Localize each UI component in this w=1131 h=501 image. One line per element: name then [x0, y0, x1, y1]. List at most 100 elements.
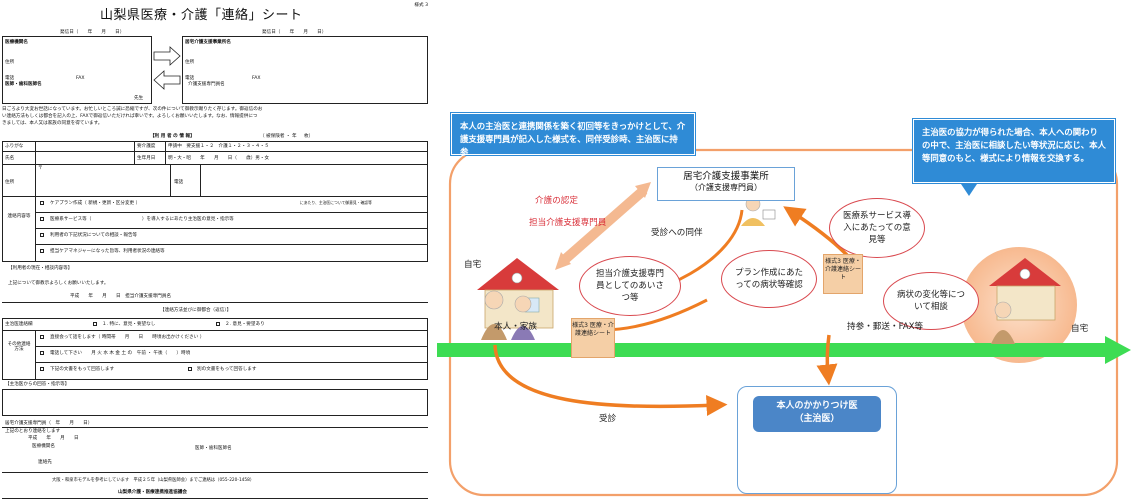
accompany-label: 受診への同伴 — [651, 228, 703, 238]
care-office-label: 居宅介護支援事業所名 — [185, 40, 231, 45]
user-info-header: 【利 用 者 の 情 報】 — [150, 134, 195, 139]
other-checkbox-4[interactable] — [188, 367, 192, 371]
bubble-change: 病状の変化等について相談 — [883, 272, 979, 330]
timeline-arrow-head — [1105, 336, 1131, 364]
confirm-header: （ 被保険者 ・ 年 枚） — [260, 134, 314, 139]
home-left-label: 自宅 — [464, 260, 482, 270]
send-date-right: 発信日（ 年 月 日） — [262, 30, 327, 35]
user-info-table — [2, 141, 428, 262]
contact-checkbox-4[interactable] — [40, 249, 44, 253]
phone-label: 電話 — [174, 180, 184, 185]
contact-content-label: 連絡内容等 — [7, 214, 31, 219]
reply-header: 【連絡方法並びに御都合（返信）】 — [160, 308, 232, 313]
doctor-name-label: 医師・歯科医師名 — [5, 82, 42, 87]
intro-line-3: きましては、本人又は家族の同意を得ています。 — [2, 121, 103, 126]
sheet-lower: 様式3 医療・介護連絡シート — [571, 318, 615, 358]
reply-checkbox-2[interactable] — [216, 322, 220, 326]
footer-date: 平成 年 月 日 — [28, 436, 79, 441]
address-label: 住所 — [5, 180, 15, 185]
reply-checkbox-1[interactable] — [93, 322, 97, 326]
medical-institution-label: 医療機関名 — [5, 40, 28, 45]
contact-note: にあたり、主治医について御意見・確認等 — [300, 200, 372, 205]
birthday-label: 生年月日 — [137, 156, 156, 161]
other-item-3: 下記の文書をもって回答します — [50, 367, 115, 372]
response-date: 居宅介護支援専門員（ 年 月 日） — [5, 421, 93, 426]
home-right-label: 自宅 — [1071, 324, 1089, 334]
footer-doctor: 医師・歯科医師名 — [195, 446, 232, 451]
to-office-arrow — [783, 206, 849, 257]
coordination-diagram: 本人の主治医と連携関係を築く初回等をきっかけとして、介護支援専門員が記入した様式… — [437, 0, 1131, 501]
bubble-plan: プラン作成にあたっての病状等確認 — [721, 250, 817, 308]
other-contact-label: その他連絡方法 — [7, 342, 31, 353]
doctor-subtitle: （主治医） — [794, 413, 840, 424]
sender-tel-label: 電話 — [5, 76, 15, 81]
contact-item-4: 担当ケアマネジャーになった旨等、利用者状況の連絡等 — [50, 249, 165, 254]
footer-contact: 連絡先 — [38, 460, 52, 465]
footer-confirm: 上記のとおり連絡をします — [5, 429, 61, 434]
receiver-box — [182, 36, 428, 104]
send-date-left: 発信日（ 年 月 日） — [60, 30, 125, 35]
visit-arrow — [493, 344, 728, 416]
receiver-address-label: 住所 — [185, 60, 195, 65]
reply-choice-2: ２. 意見・要望あり — [225, 322, 265, 327]
birthday-value: 明・大・昭 年 月 日（ 歳）男・女 — [168, 156, 270, 161]
other-checkbox-2[interactable] — [40, 351, 44, 355]
reply-table — [2, 318, 428, 380]
other-item-4: 別の文書をもって回答します — [197, 367, 257, 372]
care-manager-icon — [741, 196, 776, 226]
contact-checkbox-3[interactable] — [40, 233, 44, 237]
other-item-2: 電話して下さい 月 火 水 木 金 土 の 午前 ・ 午後（ ）時頃 — [50, 351, 191, 356]
sender-address-label: 住所 — [5, 60, 15, 65]
care-office-box: 居宅介護支援事業所 （介護支援専門員） — [657, 167, 795, 201]
other-item-1: 直接会って話をします（ 時間帯 月 日 時頃お出かけください ） — [50, 335, 205, 340]
other-checkbox-1[interactable] — [40, 335, 44, 339]
request-line: 上記について御教示よろしくお願いいたします。 — [8, 281, 109, 286]
care-cert-arrow — [558, 186, 648, 266]
care-certification-label: 介護の認定 — [535, 196, 578, 206]
contact-checkbox-1[interactable] — [40, 201, 44, 205]
care-manager-label: 介護支援専門員名 — [188, 82, 225, 87]
care-level-label: 要介護度 — [137, 144, 156, 149]
contact-sheet-form: 様式 3 山梨県医療・介護「連絡」シート 発信日（ 年 月 日） 発信日（ 年 … — [0, 0, 432, 501]
answer-header: 【主治医からの回答・指示等】 — [5, 382, 70, 387]
contact-item-1: ケアプラン作成（ 新規・更新・区分変更 ） — [50, 201, 141, 206]
other-checkbox-3[interactable] — [40, 367, 44, 371]
form-title: 山梨県医療・介護「連絡」シート — [100, 8, 303, 23]
name-label: 氏名 — [5, 156, 15, 161]
bubble-greeting: 担当介護支援専門員としてのあいさつ等 — [579, 256, 681, 316]
doctor-title: 本人のかかりつけ医 — [776, 401, 858, 411]
contact-checkbox-2[interactable] — [40, 217, 44, 221]
intro-line-1: 日ごろより大変お世話になっています。お忙しいところ誠に恐縮ですが、次の件について… — [2, 107, 263, 112]
footer-organization: 山梨県介護・医療連携推進協議会 — [118, 490, 187, 495]
contact-item-2: 医療系サービス等（ ）を導入するにあたり主治医の意見・指示等 — [50, 217, 234, 222]
date-sign-line: 平成 年 月 日 担当介護支援専門員名 — [70, 294, 172, 299]
sender-box — [2, 36, 152, 104]
receiver-fax-label: FAX — [252, 76, 261, 81]
care-office-subtitle: （介護支援専門員） — [690, 183, 762, 193]
send-methods-label: 持参・郵送・FAX等 — [847, 322, 924, 332]
home-right-icon — [989, 258, 1061, 344]
family-figures-icon — [481, 290, 535, 340]
timeline-arrow-body — [437, 343, 1109, 357]
receiver-tel-label: 電話 — [185, 76, 195, 81]
sender-fax-label: FAX — [76, 76, 85, 81]
reply-choice-1: １. 特に、意見・要望なし — [102, 322, 156, 327]
answer-box — [2, 389, 428, 416]
style-number: 様式 3 — [414, 3, 428, 8]
contact-item-3: 利用者の下記状況についての相談・報告等 — [50, 233, 138, 238]
postal-mark: 〒 — [38, 166, 43, 171]
bubble-medical: 医療系サービス導入にあたっての意見等 — [829, 198, 925, 258]
doctor-honorific: 先生 — [134, 96, 144, 101]
to-doctor-arrow — [816, 334, 838, 386]
doctor-title-box: 本人のかかりつけ医 （主治医） — [753, 396, 881, 432]
visit-label: 受診 — [599, 414, 617, 424]
furigana-label: ふりがな — [5, 144, 24, 149]
care-manager-label: 担当介護支援専門員 — [529, 218, 607, 228]
intro-line-2: い連絡方法もしくは都合を記入の上、FAXで御返信いただければ幸いです。よろしくお… — [2, 114, 258, 119]
footer-note: 大阪・和泉市モデルを参考にしています 平成２５年（山梨県医師会）までご連絡は（0… — [52, 478, 255, 483]
person-family-label: 本人・家族 — [494, 322, 537, 332]
doctor-comment-label: 主治医連絡欄 — [5, 322, 33, 327]
footer-inst: 医療機関名 — [32, 444, 55, 449]
diagram-frame — [448, 148, 1119, 497]
callout-right: 主治医の協力が得られた場合、本人への関わりの中で、主治医に相談したい等状況に応じ… — [913, 119, 1115, 183]
